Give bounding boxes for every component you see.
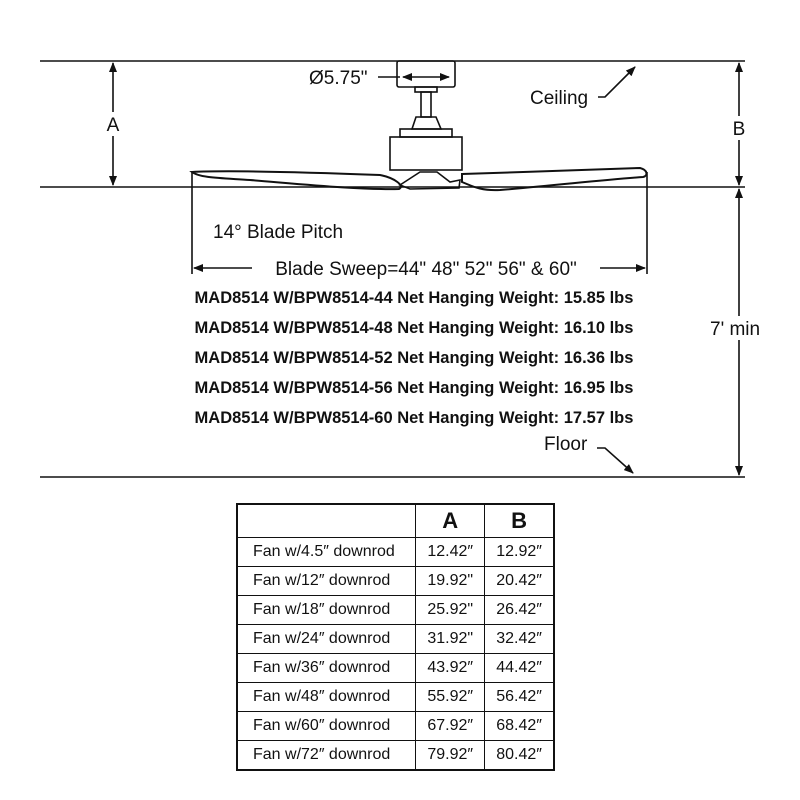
table-cell: Fan w/18″ downrod <box>236 595 417 625</box>
weight-line: MAD8514 W/BPW8514-48 Net Hanging Weight:… <box>195 319 634 337</box>
weight-line: MAD8514 W/BPW8514-56 Net Hanging Weight:… <box>195 379 634 397</box>
table-cell: Fan w/12″ downrod <box>236 566 417 596</box>
table-cell: 12.42″ <box>415 537 486 567</box>
table-cell: 80.42″ <box>484 740 555 771</box>
ceiling-leader <box>598 66 636 98</box>
dimension-b-label: B <box>733 119 746 140</box>
weight-line: MAD8514 W/BPW8514-44 Net Hanging Weight:… <box>195 289 634 307</box>
table-cell: 20.42″ <box>484 566 555 596</box>
table-cell: 31.92" <box>415 624 486 654</box>
table-cell: 55.92″ <box>415 682 486 712</box>
weight-line: MAD8514 W/BPW8514-52 Net Hanging Weight:… <box>195 349 634 367</box>
table-cell: 19.92" <box>415 566 486 596</box>
blade-pitch-label: 14° Blade Pitch <box>213 222 343 243</box>
ceiling-label: Ceiling <box>530 88 588 109</box>
floor-label: Floor <box>544 434 588 455</box>
table-cell: 26.42″ <box>484 595 555 625</box>
blade-sweep-label: Blade Sweep=44" 48" 52" 56" & 60" <box>275 259 577 280</box>
floor-leader <box>597 447 634 474</box>
canopy-diameter-label: Ø5.75" <box>309 68 368 89</box>
table-cell: Fan w/60″ downrod <box>236 711 417 741</box>
table-cell: 68.42″ <box>484 711 555 741</box>
min-height-label: 7' min <box>710 319 760 340</box>
table-header: A <box>415 503 486 538</box>
table-cell: Fan w/72″ downrod <box>236 740 417 771</box>
weight-line: MAD8514 W/BPW8514-60 Net Hanging Weight:… <box>195 409 634 427</box>
table-header <box>236 503 417 538</box>
table-cell: 67.92″ <box>415 711 486 741</box>
table-cell: 56.42″ <box>484 682 555 712</box>
table-cell: 43.92″ <box>415 653 486 683</box>
table-cell: Fan w/48″ downrod <box>236 682 417 712</box>
table-cell: 32.42″ <box>484 624 555 654</box>
table-cell: 79.92″ <box>415 740 486 771</box>
table-cell: Fan w/24″ downrod <box>236 624 417 654</box>
table-header-row: A B <box>236 503 555 538</box>
fan-drawing <box>189 60 648 192</box>
dimension-a-label: A <box>107 115 120 136</box>
table-cell: 12.92″ <box>484 537 555 567</box>
table-header: B <box>484 503 555 538</box>
table-cell: Fan w/4.5″ downrod <box>236 537 417 567</box>
table-cell: 44.42″ <box>484 653 555 683</box>
table-cell: 25.92" <box>415 595 486 625</box>
table-cell: Fan w/36″ downrod <box>236 653 417 683</box>
